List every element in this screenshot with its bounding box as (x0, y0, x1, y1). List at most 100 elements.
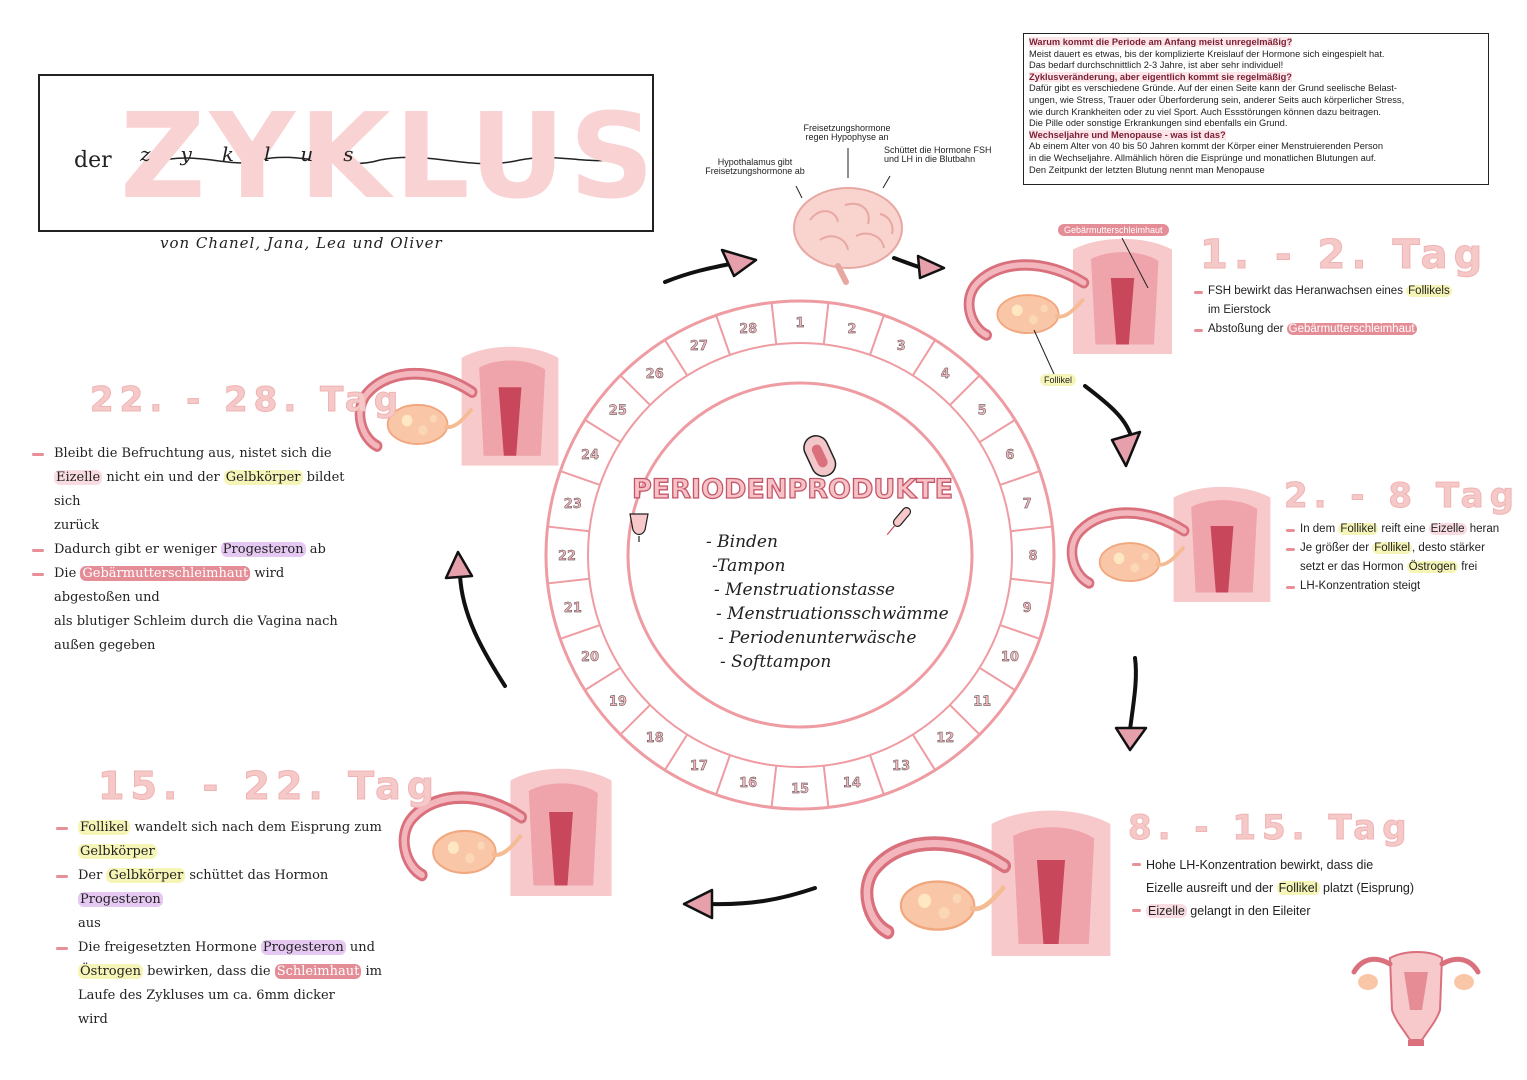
wheel-day-2: 2 (847, 322, 856, 337)
wheel-divider (1010, 525, 1053, 533)
t: In dem (1300, 523, 1339, 535)
hl: Gelbkörper (78, 844, 157, 859)
brain-label-blood: Schüttet die Hormone FSH und LH in die B… (884, 145, 992, 164)
t: setzt er das Hormon (1300, 561, 1407, 573)
product-list: - Binden-Tampon- Menstruationstasse- Men… (706, 530, 949, 674)
title-big-text: ZYKLUS (120, 87, 659, 225)
wheel-divider (949, 374, 981, 406)
wheel-day-17: 17 (690, 759, 708, 774)
wheel-day-13: 13 (892, 759, 910, 774)
wheel-divider (770, 302, 778, 345)
info-question: Warum kommt die Periode am Anfang meist … (1029, 37, 1293, 47)
t: platzt (Eisprung) (1319, 881, 1415, 895)
wheel-divider (911, 339, 936, 377)
product-item: - Periodenunterwäsche (718, 628, 917, 648)
title-box: ZYKLUS der zyklus (38, 74, 654, 232)
phase2-heading-days: 2. - 8 (1283, 476, 1419, 517)
phase1-bullets: FSH bewirkt das Heranwachsen eines Folli… (1194, 282, 1494, 339)
wheel-divider (559, 624, 601, 640)
wheel-day-19: 19 (609, 694, 627, 709)
phase5-bullet-2: Dadurch gibt er weniger Progesteron ab (32, 538, 362, 562)
wheel-day-3: 3 (897, 339, 906, 354)
t: wird abgestoßen und (54, 566, 285, 605)
product-item: - Menstruationsschwämme (716, 604, 949, 624)
brain-icon (793, 187, 903, 285)
hl: Eizelle (1428, 523, 1467, 535)
uterus-icon (1351, 951, 1481, 1046)
cycle-arrows (458, 256, 1138, 907)
text: Abstoßung der (1208, 323, 1287, 335)
phase5-heading: 22. - 28. Tag (89, 380, 405, 421)
t: Eizelle ausreift und der (1146, 881, 1277, 895)
phase1-bullet-2: Abstoßung der Gebärmutterschleimhaut (1194, 320, 1494, 339)
wheel-divider (911, 733, 936, 771)
uterus-illustration-p3 (867, 811, 1111, 957)
wheel-day-21: 21 (564, 601, 582, 616)
t: schüttet das Hormon (185, 868, 329, 883)
wheel-day-14: 14 (843, 776, 861, 791)
phase5-bullet-1-cont2: zurück (54, 518, 99, 533)
wheel-day-28: 28 (739, 322, 757, 337)
wheel-day-26: 26 (646, 367, 664, 382)
wheel-day-24: 24 (581, 448, 599, 463)
wheel-divider (547, 577, 590, 585)
phase3-heading: 8. - 15. Tag (1128, 808, 1413, 849)
info-text: Ab einem Alter von 40 bis 50 Jahren komm… (1029, 141, 1383, 152)
phase2-bullets: In dem Follikel reift eine Eizelle heran… (1286, 520, 1516, 596)
info-text: Den Zeitpunkt der letzten Blutung nennt … (1029, 164, 1265, 175)
info-text: Das bedarf durchschnittlich 2-3 Jahre, i… (1029, 60, 1284, 71)
t: und (345, 940, 375, 955)
text: FSH bewirkt das Heranwachsen eines (1208, 285, 1407, 297)
hl: Eizelle (54, 470, 103, 485)
wheel-divider (822, 765, 830, 808)
wheel-divider (869, 754, 885, 796)
wheel-day-27: 27 (690, 339, 708, 354)
phase4-bullet-3-cont3: wird (78, 1012, 108, 1027)
t: Dadurch gibt er weniger (54, 542, 221, 557)
wheel-divider (559, 470, 601, 486)
phase5-bullet-1: Bleibt die Befruchtung aus, nistet sich … (32, 442, 362, 466)
products-title: PERIODENPRODUKTE (631, 473, 954, 505)
wheel-day-23: 23 (564, 497, 582, 512)
product-item: - Menstruationstasse (714, 580, 895, 600)
phase1-bullet-1-cont: im Eierstock (1208, 304, 1271, 316)
wheel-day-4: 4 (941, 367, 950, 382)
phase4-bullet-1: Follikel wandelt sich nach dem Eisprung … (56, 816, 396, 840)
phase4-bullets: Follikel wandelt sich nach dem Eisprung … (56, 816, 396, 1032)
t: Die freigesetzten Hormone (78, 940, 261, 955)
wheel-divider (978, 419, 1016, 444)
wheel-day-16: 16 (739, 776, 757, 791)
phase5-heading-days: 22. - 28. (89, 380, 303, 421)
wheel-day-20: 20 (581, 650, 599, 665)
wheel-divider (715, 314, 731, 356)
phase4-bullet-3: Die freigesetzten Hormone Progesteron un… (56, 936, 396, 960)
tampon-icon (886, 507, 912, 536)
brain-label-hypophyse: Freisetzungshormone regen Hypophyse an (803, 123, 891, 142)
phase5-heading-tag: Tag (320, 380, 405, 421)
hl: Eizelle (1146, 904, 1187, 918)
wheel-day-12: 12 (936, 731, 954, 746)
phase4-heading-days: 15. - 22. (98, 764, 329, 809)
info-text: wie durch Krankheiten oder zu viel Sport… (1029, 106, 1381, 117)
brain-label-hypothalamus: Hypothalamus gibt Freisetzungshormone ab (705, 157, 805, 176)
wheel-day-25: 25 (609, 404, 627, 419)
wheel-divider (978, 666, 1016, 691)
phase3-bullets: Hohe LH-Konzentration bewirkt, dass die … (1132, 854, 1492, 923)
t: , desto stärker (1412, 542, 1485, 554)
t: frei (1458, 561, 1478, 573)
title-script: zyklus (140, 142, 384, 166)
wheel-divider (584, 419, 622, 444)
wheel-divider (664, 339, 689, 377)
hl: Schleimhaut (274, 964, 362, 979)
phase2-heading: 2. - 8 Tag (1283, 476, 1520, 517)
info-text: Meist dauert es etwas, bis der komplizie… (1029, 48, 1385, 59)
phase3-heading-days: 8. - 15. (1128, 808, 1311, 849)
phase5-bullet-3: Die Gebärmutterschleimhaut wird abgestoß… (32, 562, 362, 610)
t: Die (54, 566, 81, 581)
wheel-day-7: 7 (1023, 497, 1032, 512)
wheel-day-6: 6 (1005, 448, 1014, 463)
uterus-illustration-p2 (1072, 487, 1270, 602)
phase4-bullet-3-cont: Östrogen bewirken, dass die Schleimhaut … (56, 960, 396, 984)
wheel-divider (664, 733, 689, 771)
phase3-bullet-1: Hohe LH-Konzentration bewirkt, dass die (1132, 854, 1492, 877)
